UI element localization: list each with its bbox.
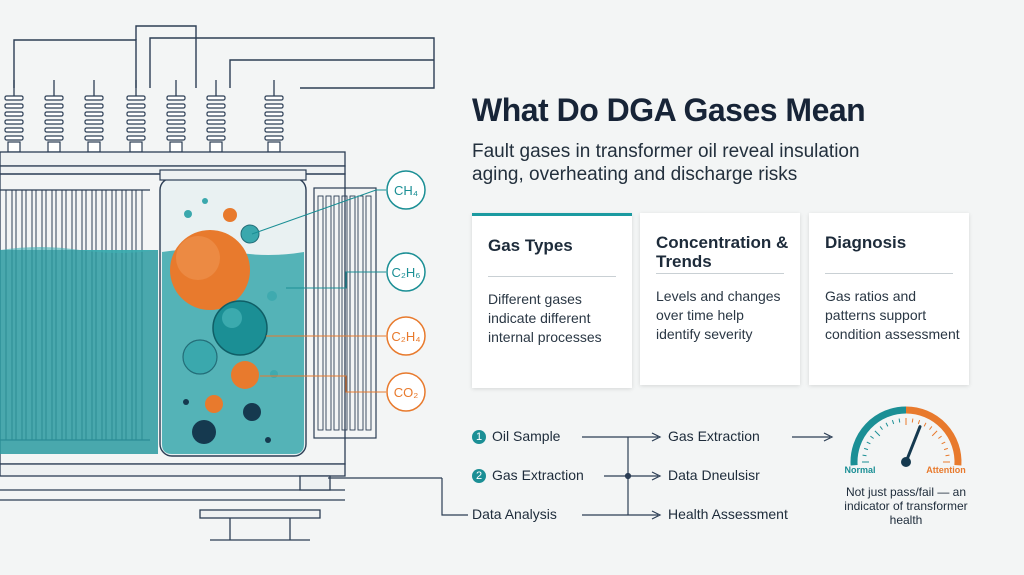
gauge-attention-label: Attention [926, 465, 966, 475]
gas-bubbles [170, 198, 278, 444]
gauge-hub [901, 457, 911, 467]
gauge-tick [862, 454, 867, 457]
gauge-tick [931, 430, 938, 437]
card-title: Diagnosis [825, 233, 907, 252]
step-number: 2 [472, 469, 486, 483]
gauge-tick [941, 441, 946, 445]
gauge-tick [885, 422, 889, 427]
health-gauge: Normal Attention [844, 406, 966, 475]
card-title: Gas Types [488, 236, 573, 255]
flow-step-data-analysis: Data Analysis [472, 506, 557, 522]
gauge-tick [911, 418, 914, 423]
gauge-tick [879, 426, 883, 430]
gauge-tick [938, 435, 942, 439]
radiator-fin [357, 195, 364, 431]
gauge-tick [929, 426, 933, 430]
step-label: Oil Sample [492, 428, 561, 444]
gauge-tick [891, 419, 895, 425]
right-radiator [313, 187, 377, 439]
radiator-fin [349, 195, 356, 431]
gas-label: CO₂ [386, 372, 426, 412]
card-divider [656, 273, 784, 274]
gauge-tick [943, 447, 949, 451]
flow-step-oil-sample: 1 Oil Sample [472, 428, 560, 444]
gas-label: C₂H₄ [386, 316, 426, 356]
bushing [206, 80, 226, 153]
flow-step-gas-extraction: 2 Gas Extraction [472, 467, 584, 483]
gauge-tick [945, 454, 950, 457]
radiator-fin [365, 195, 372, 431]
gas-label: C₂H₆ [386, 252, 426, 292]
step-number: 1 [472, 430, 486, 444]
gauge-tick [870, 435, 874, 439]
bushing [126, 80, 146, 153]
card-concentration-trends: Concentration & Trends Levels and change… [640, 213, 800, 385]
gauge-tick [874, 430, 881, 437]
busbar-lines [13, 25, 435, 89]
card-body: Different gases indicate different inter… [488, 291, 602, 345]
gauge-tick [917, 419, 921, 425]
radiator-fin [317, 195, 324, 431]
card-title: Concentration & Trends [656, 233, 789, 271]
transformer-base [0, 463, 346, 541]
radiator-fin [341, 195, 348, 431]
page-subtitle: Fault gases in transformer oil reveal in… [472, 141, 860, 185]
card-gas-types: Gas Types Different gases indicate diffe… [472, 213, 632, 388]
flow-connectors [328, 432, 834, 520]
bushing [44, 80, 64, 153]
page-title: What Do DGA Gases Mean [472, 92, 866, 128]
gauge-tick [863, 447, 869, 451]
gas-label: CH₄ [386, 170, 426, 210]
bushing [84, 80, 104, 153]
gauge-normal-label: Normal [844, 465, 875, 475]
gas-label-circles: CH₄ C₂H₆ C₂H₄ CO₂ [386, 170, 426, 412]
flow-mid-data: Data Dneulsisr [668, 467, 760, 483]
bushing [4, 80, 24, 153]
gauge-normal-arc [850, 406, 907, 466]
bushings [4, 80, 284, 153]
gauge-tick [923, 422, 927, 427]
gauge-note: Not just pass/fail — an indicator of tra… [844, 485, 968, 527]
gas-formula: C₂H₆ [391, 265, 420, 280]
card-divider [825, 273, 953, 274]
flow-mid-health-assessment: Health Assessment [668, 506, 788, 522]
gauge-needle [904, 425, 922, 464]
gauge-tick [866, 441, 871, 445]
radiator-fin [333, 195, 340, 431]
bushing [264, 80, 284, 153]
card-body: Gas ratios and patterns support conditio… [825, 288, 960, 342]
bushing [166, 80, 186, 153]
card-diagnosis: Diagnosis Gas ratios and patterns suppor… [809, 213, 969, 385]
gas-leader-lines [251, 189, 386, 393]
radiator-fin [325, 195, 332, 431]
gas-formula: CH₄ [394, 183, 418, 198]
gauge-tick [898, 418, 901, 423]
gas-formula: CO₂ [394, 385, 419, 400]
card-body: Levels and changes over time help identi… [656, 288, 781, 342]
flow-mid-gas-extraction: Gas Extraction [668, 428, 760, 444]
card-divider [488, 276, 616, 277]
gauge-attention-arc [905, 406, 962, 466]
step-label: Gas Extraction [492, 467, 584, 483]
gas-formula: C₂H₄ [391, 329, 420, 344]
